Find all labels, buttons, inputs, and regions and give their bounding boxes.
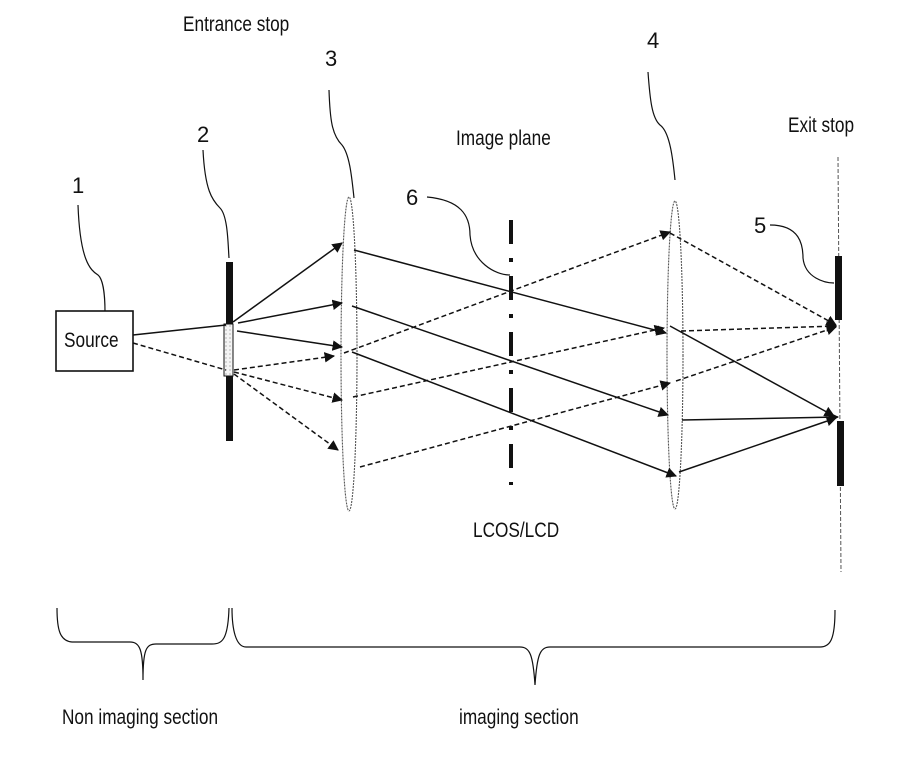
entrance-stop-aperture bbox=[223, 323, 234, 377]
ref-number-5: 5 bbox=[754, 213, 767, 238]
entrance-stop-label: Entrance stop bbox=[183, 13, 290, 36]
image-plane-label: Image plane bbox=[456, 127, 551, 150]
leader-line-6 bbox=[426, 196, 511, 276]
ref-number-1: 1 bbox=[72, 173, 85, 198]
exit-stop-upper bbox=[835, 256, 842, 320]
ray-solid bbox=[681, 411, 840, 423]
brace-non-imaging-section bbox=[56, 607, 230, 681]
leader-line-3 bbox=[328, 89, 355, 199]
lcos-lcd-label: LCOS/LCD bbox=[473, 519, 560, 542]
brace-imaging-section bbox=[231, 607, 836, 686]
ref-number-3: 3 bbox=[325, 46, 338, 71]
exit-stop-label: Exit stop bbox=[788, 114, 855, 137]
ray-dashed bbox=[669, 232, 837, 326]
leader-line-4 bbox=[647, 71, 676, 181]
ray-dashed bbox=[675, 325, 837, 382]
ray-dashed bbox=[233, 352, 336, 371]
leader-line-1 bbox=[77, 204, 106, 313]
ray-solid bbox=[237, 299, 344, 324]
ray-solid bbox=[351, 305, 669, 417]
entrance-stop-lower bbox=[226, 376, 233, 441]
ray-solid bbox=[236, 330, 344, 351]
ref-number-2: 2 bbox=[197, 122, 210, 147]
exit-stop-lower bbox=[837, 421, 844, 486]
lens-3 bbox=[340, 196, 358, 512]
non-imaging-section-label: Non imaging section bbox=[62, 706, 219, 729]
leader-line-2 bbox=[202, 149, 230, 259]
ray-dashed bbox=[233, 371, 344, 403]
ref-number-4: 4 bbox=[647, 28, 660, 53]
ray-dashed bbox=[359, 380, 672, 468]
ray-dashed bbox=[352, 324, 666, 398]
entrance-stop-upper bbox=[226, 262, 233, 324]
ray-solid bbox=[669, 325, 835, 417]
ray-dashed bbox=[233, 373, 339, 451]
ray-solid bbox=[678, 416, 837, 473]
exit-stop-axis bbox=[837, 156, 842, 573]
lens-4 bbox=[666, 200, 684, 510]
ray-solid bbox=[232, 242, 343, 323]
ray-dashed bbox=[343, 230, 671, 354]
ref-number-6: 6 bbox=[406, 185, 419, 210]
ray-dashed bbox=[132, 342, 227, 371]
leader-line-5 bbox=[769, 224, 835, 284]
ray-solid bbox=[132, 324, 227, 336]
source-label: Source bbox=[64, 329, 119, 352]
imaging-section-label: imaging section bbox=[459, 706, 579, 729]
ray-dashed bbox=[680, 321, 838, 332]
source-box bbox=[55, 310, 134, 372]
ray-solid bbox=[351, 351, 677, 478]
